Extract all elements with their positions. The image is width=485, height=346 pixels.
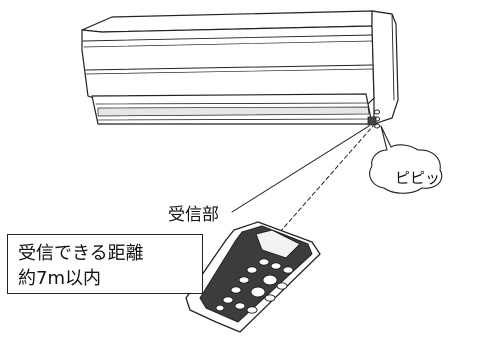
receiver-window — [367, 116, 377, 126]
distance-value: 約7m以内 — [18, 268, 101, 289]
beep-text: ピピッ — [395, 169, 441, 187]
remote-controller — [185, 221, 321, 333]
signal-dashed-line — [279, 125, 374, 233]
beep-speech-bubble — [369, 125, 443, 194]
receiver-leader-line — [231, 125, 370, 213]
remote-buttons — [215, 258, 294, 314]
distance-info-box: 受信できる距離 約7m以内 — [7, 234, 203, 294]
distance-label: 受信できる距離 — [18, 243, 144, 264]
remote-display — [255, 229, 301, 259]
receiver-label: 受信部 — [168, 205, 219, 225]
air-conditioner-unit — [81, 10, 399, 129]
